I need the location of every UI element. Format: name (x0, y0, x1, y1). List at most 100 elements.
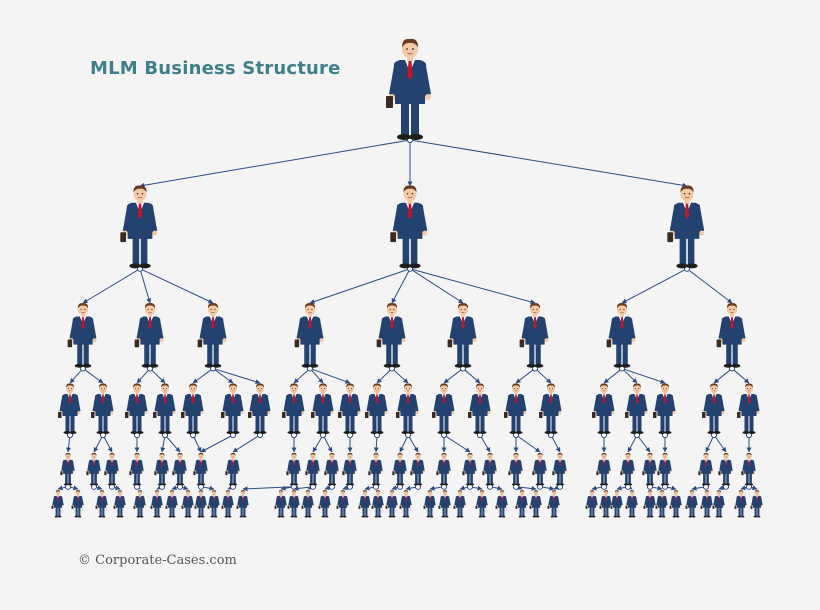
tier-3-member-businessman-icon (282, 383, 305, 434)
tier-4-member-businessman-icon (193, 453, 208, 486)
hierarchy-arrow (136, 368, 151, 384)
tier-4-member-businessman-icon (305, 453, 320, 486)
tier-3-member-businessman-icon (248, 383, 271, 434)
tier-4-member-businessman-icon (620, 453, 635, 486)
tier-4-member-businessman-icon (552, 453, 567, 486)
tier-4-member-businessman-icon (392, 453, 407, 486)
tier-5-member-businessman-icon (113, 490, 126, 518)
tier-5-member-businessman-icon (371, 490, 384, 518)
tier-3-member-businessman-icon (737, 383, 760, 434)
tier-5-member-businessman-icon (221, 490, 234, 518)
tier-2-member-businessman-icon (716, 303, 746, 368)
tier-2-member-businessman-icon (67, 303, 97, 368)
hierarchy-arrow (515, 368, 536, 384)
tier-2-member-businessman-icon (376, 303, 406, 368)
hierarchy-arrow (731, 368, 750, 384)
hierarchy-arrow (621, 268, 688, 304)
top-distributor-businessman-icon (386, 38, 431, 140)
tier-5-member-businessman-icon (181, 490, 194, 518)
tier-3-member-businessman-icon (181, 383, 204, 434)
tier-4-member-businessman-icon (324, 453, 339, 486)
hierarchy-arrow (102, 434, 113, 453)
hierarchy-arrow (309, 268, 411, 304)
tier-5-member-businessman-icon (495, 490, 508, 518)
tier-4-member-businessman-icon (698, 453, 713, 486)
hierarchy-arrow (322, 434, 333, 453)
tier-3-member-businessman-icon (221, 383, 244, 434)
tier-2-member-businessman-icon (519, 303, 549, 368)
tier-4-member-businessman-icon (596, 453, 611, 486)
tier-5-member-businessman-icon (358, 490, 371, 518)
tier-5-member-businessman-icon (71, 490, 84, 518)
tier-4-member-businessman-icon (225, 453, 240, 486)
hierarchy-arrow (479, 434, 491, 453)
hierarchy-arrow (82, 268, 141, 304)
hierarchy-arrow (705, 434, 715, 453)
hierarchy-arrow (309, 367, 351, 384)
hierarchy-arrow (164, 434, 181, 453)
hierarchy-arrow (515, 434, 541, 453)
tier-4-member-businessman-icon (60, 453, 75, 486)
tier-3-member-businessman-icon (311, 383, 334, 434)
copyright-notice: © Corporate-Cases.com (78, 553, 237, 568)
tier-5-member-businessman-icon (453, 490, 466, 518)
hierarchy-arrow (69, 368, 84, 384)
hierarchy-arrow (391, 268, 411, 304)
tier-5-member-businessman-icon (51, 490, 64, 518)
hierarchy-arrow (462, 368, 481, 384)
tier-5-member-businessman-icon (423, 490, 436, 518)
tier-5-member-businessman-icon (625, 490, 638, 518)
tier-4-member-businessman-icon (86, 453, 101, 486)
tier-3-member-businessman-icon (504, 383, 527, 434)
hierarchy-arrow (621, 368, 638, 384)
tier-5-member-businessman-icon (515, 490, 528, 518)
hierarchy-arrow (515, 486, 537, 491)
hierarchy-arrow (376, 368, 393, 384)
hierarchy-arrow (192, 368, 214, 384)
tier-5-member-businessman-icon (655, 490, 668, 518)
hierarchy-arrow (293, 368, 311, 384)
hierarchy-arrow (713, 434, 727, 453)
tier-4-member-businessman-icon (368, 453, 383, 486)
tier-5-member-businessman-icon (529, 490, 542, 518)
tier-5-member-businessman-icon (236, 490, 249, 518)
hierarchy-arrow (443, 368, 464, 384)
tier-5-member-businessman-icon (438, 490, 451, 518)
hierarchy-arrow (713, 368, 733, 384)
hierarchy-arrow (409, 268, 536, 305)
hierarchy-arrow (409, 139, 688, 188)
tier-3-member-businessman-icon (539, 383, 562, 434)
tier-5-member-businessman-icon (585, 490, 598, 518)
tier-2-member-businessman-icon (606, 303, 636, 368)
tier-3-member-businessman-icon (338, 383, 361, 434)
hierarchy-arrow (686, 268, 733, 304)
diagram-title: MLM Business Structure (90, 58, 341, 79)
tier-4-member-businessman-icon (129, 453, 144, 486)
tier-5-member-businessman-icon (274, 490, 287, 518)
hierarchy-arrow (212, 367, 261, 385)
tier-5-member-businessman-icon (133, 490, 146, 518)
tier-4-member-businessman-icon (172, 453, 187, 486)
tier-4-member-businessman-icon (718, 453, 733, 486)
tier-4-member-businessman-icon (436, 453, 451, 486)
tier-5-member-businessman-icon (750, 490, 763, 518)
tier-3-member-businessman-icon (702, 383, 725, 434)
tier-5-member-businessman-icon (643, 490, 656, 518)
tier-3-member-businessman-icon (153, 383, 176, 434)
tier-4-member-businessman-icon (342, 453, 357, 486)
tier-5-member-businessman-icon (287, 490, 300, 518)
tier-4-member-businessman-icon (154, 453, 169, 486)
hierarchy-arrow (407, 434, 419, 453)
tier-4-member-businessman-icon (642, 453, 657, 486)
tier-1-member-businessman-icon (390, 185, 428, 269)
tier-4-member-businessman-icon (104, 453, 119, 486)
tier-3-member-businessman-icon (468, 383, 491, 434)
hierarchy-arrow (550, 434, 561, 453)
tier-5-member-businessman-icon (734, 490, 747, 518)
hierarchy-arrow (192, 434, 202, 453)
tier-2-member-businessman-icon (447, 303, 477, 368)
tier-3-member-businessman-icon (432, 383, 455, 434)
tier-5-member-businessman-icon (150, 490, 163, 518)
tier-5-member-businessman-icon (547, 490, 560, 518)
tier-2-member-businessman-icon (294, 303, 324, 368)
